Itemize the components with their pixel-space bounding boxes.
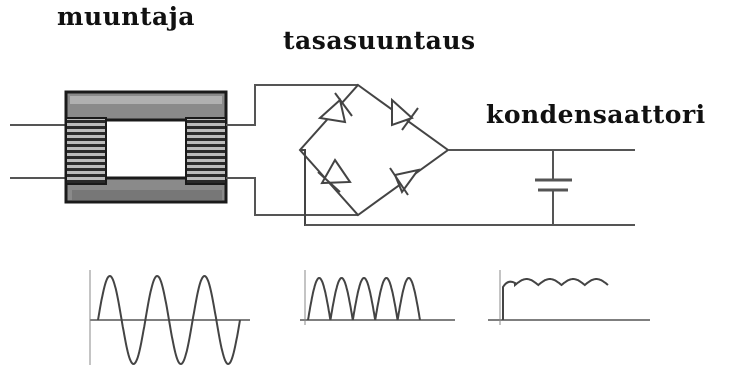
diode-lower-left	[317, 158, 352, 193]
rectifier-label: tasasuuntaus	[283, 26, 476, 55]
waveform-smoothed	[488, 270, 650, 325]
waveform-ac-sine	[89, 270, 250, 366]
waveform-rectified	[300, 270, 455, 325]
transformer-window	[103, 118, 189, 180]
diode-upper-right	[391, 97, 419, 131]
bridge-outline	[298, 83, 450, 217]
bridge-rectifier	[298, 83, 480, 226]
primary-wires	[10, 124, 70, 179]
capacitor-label: kondensaattori	[486, 100, 706, 129]
transformer-shadow	[72, 190, 222, 200]
secondary-wires	[226, 84, 358, 216]
diode-upper-left	[317, 92, 353, 124]
transformer	[64, 90, 228, 204]
diode-lower-right	[389, 167, 421, 196]
transformer-label: muuntaja	[57, 2, 195, 31]
secondary-winding	[185, 117, 227, 185]
primary-winding	[65, 117, 107, 185]
capacitor-symbol	[535, 150, 572, 225]
output-rails	[305, 149, 635, 226]
transformer-core-highlight	[70, 96, 222, 104]
